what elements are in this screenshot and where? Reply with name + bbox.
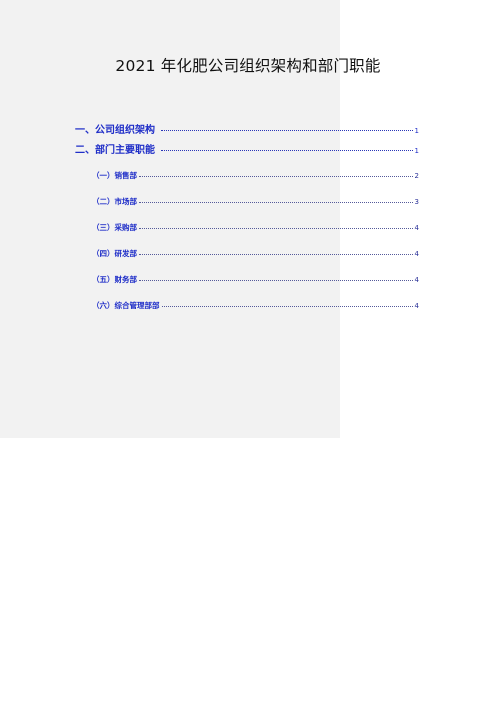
- toc-leader-dots: [139, 176, 413, 177]
- toc-page-number: 4: [414, 276, 419, 284]
- toc-entry-label: 一、公司组织架构: [75, 125, 155, 136]
- toc-page-number: 4: [414, 302, 419, 310]
- toc-entry-label: （六）综合管理部部: [92, 301, 160, 310]
- toc-leader-dots: [161, 150, 413, 151]
- toc-entry-admin[interactable]: （六）综合管理部部 4: [92, 300, 419, 311]
- toc-entry-org-structure[interactable]: 一、公司组织架构 1: [75, 121, 419, 136]
- toc-entry-label: （三）采购部: [92, 223, 137, 232]
- toc-page-number: 1: [414, 147, 419, 155]
- toc-page-number: 1: [414, 127, 419, 135]
- toc-entry-label: （一）销售部: [92, 171, 137, 180]
- toc-entry-label: 二、部门主要职能: [75, 145, 155, 156]
- toc-leader-dots: [139, 228, 413, 229]
- toc-entry-rnd[interactable]: （四）研发部 4: [92, 248, 419, 259]
- toc-leader-dots: [139, 202, 413, 203]
- toc-leader-dots: [161, 130, 413, 131]
- toc-entry-dept-functions[interactable]: 二、部门主要职能 1: [75, 141, 419, 156]
- toc-entry-label: （五）财务部: [92, 275, 137, 284]
- page-background-panel: [0, 0, 340, 438]
- toc-leader-dots: [139, 280, 413, 281]
- toc-page-number: 4: [414, 224, 419, 232]
- document-title: 2021 年化肥公司组织架构和部门职能: [115, 57, 381, 75]
- toc-entry-label: （二）市场部: [92, 197, 137, 206]
- toc-page-number: 2: [414, 172, 419, 180]
- toc-page-number: 4: [414, 250, 419, 258]
- toc-leader-dots: [161, 306, 413, 307]
- toc-leader-dots: [139, 254, 413, 255]
- toc-entry-purchasing[interactable]: （三）采购部 4: [92, 222, 419, 233]
- toc-entry-sales[interactable]: （一）销售部 2: [92, 170, 419, 181]
- toc-page-number: 3: [414, 198, 419, 206]
- toc-entry-marketing[interactable]: （二）市场部 3: [92, 196, 419, 207]
- toc-entry-label: （四）研发部: [92, 249, 137, 258]
- toc-entry-finance[interactable]: （五）财务部 4: [92, 274, 419, 285]
